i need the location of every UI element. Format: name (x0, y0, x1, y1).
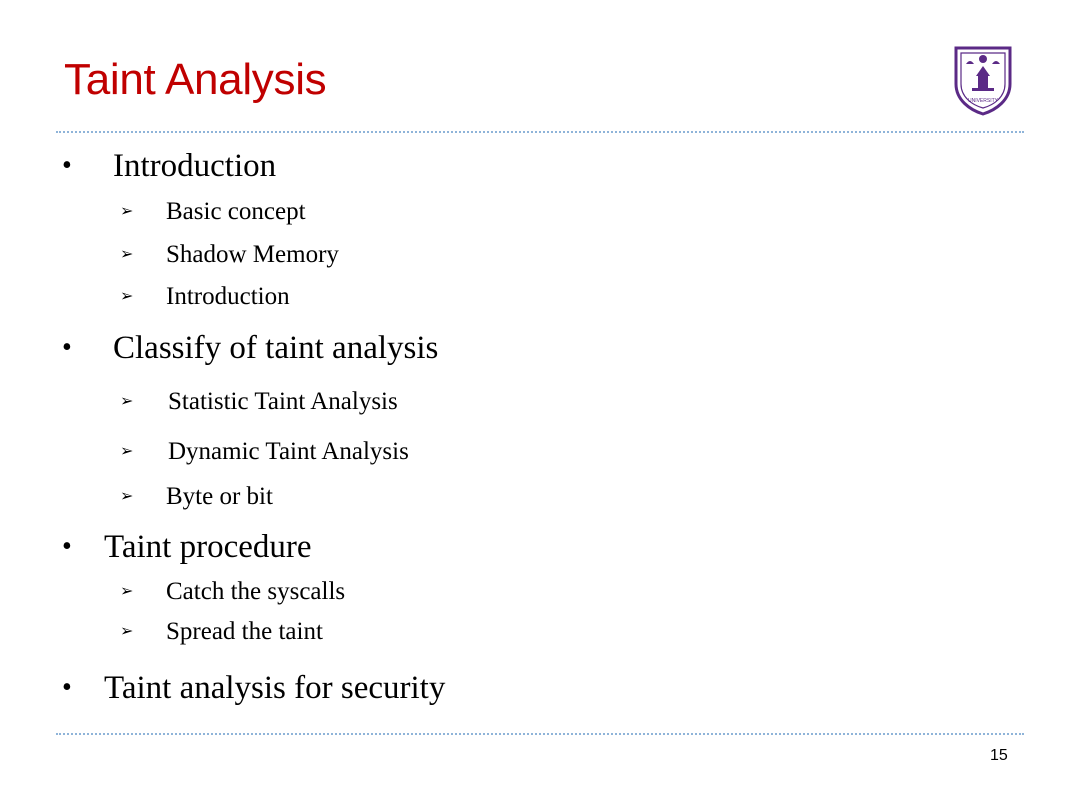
outline-item-label: Basic concept (166, 198, 306, 225)
university-crest-icon: UNIVERSITY (954, 46, 1012, 116)
arrow-bullet-icon: ➢ (120, 623, 134, 640)
outline-item-label: Catch the syscalls (166, 578, 346, 605)
arrow-bullet-icon: ➢ (120, 288, 134, 305)
outline-item-label: Shadow Memory (166, 241, 339, 268)
outline-section-label: Classify of taint analysis (113, 330, 439, 366)
bullet-icon: • (62, 531, 72, 562)
bullet-icon: • (62, 332, 72, 363)
bullet-icon: • (62, 672, 72, 703)
page-number: 15 (990, 747, 1008, 764)
outline-item-label: Dynamic Taint Analysis (168, 438, 409, 465)
footer-divider (56, 733, 1024, 735)
outline-section-label: Taint procedure (104, 529, 312, 565)
arrow-bullet-icon: ➢ (120, 203, 134, 220)
arrow-bullet-icon: ➢ (120, 246, 134, 263)
outline-item-label: Byte or bit (166, 483, 273, 510)
outline-item-label: Introduction (166, 283, 290, 310)
logo-text: UNIVERSITY (968, 98, 999, 104)
slide-title: Taint Analysis (64, 55, 327, 104)
outline-section-label: Introduction (113, 148, 277, 184)
arrow-bullet-icon: ➢ (120, 583, 134, 600)
title-divider (56, 131, 1024, 133)
outline-item-label: Spread the taint (166, 618, 323, 645)
arrow-bullet-icon: ➢ (120, 488, 134, 505)
outline-item-label: Statistic Taint Analysis (168, 388, 398, 415)
arrow-bullet-icon: ➢ (120, 393, 134, 410)
bullet-icon: • (62, 150, 72, 181)
arrow-bullet-icon: ➢ (120, 443, 134, 460)
outline-section-label: Taint analysis for security (104, 670, 446, 706)
